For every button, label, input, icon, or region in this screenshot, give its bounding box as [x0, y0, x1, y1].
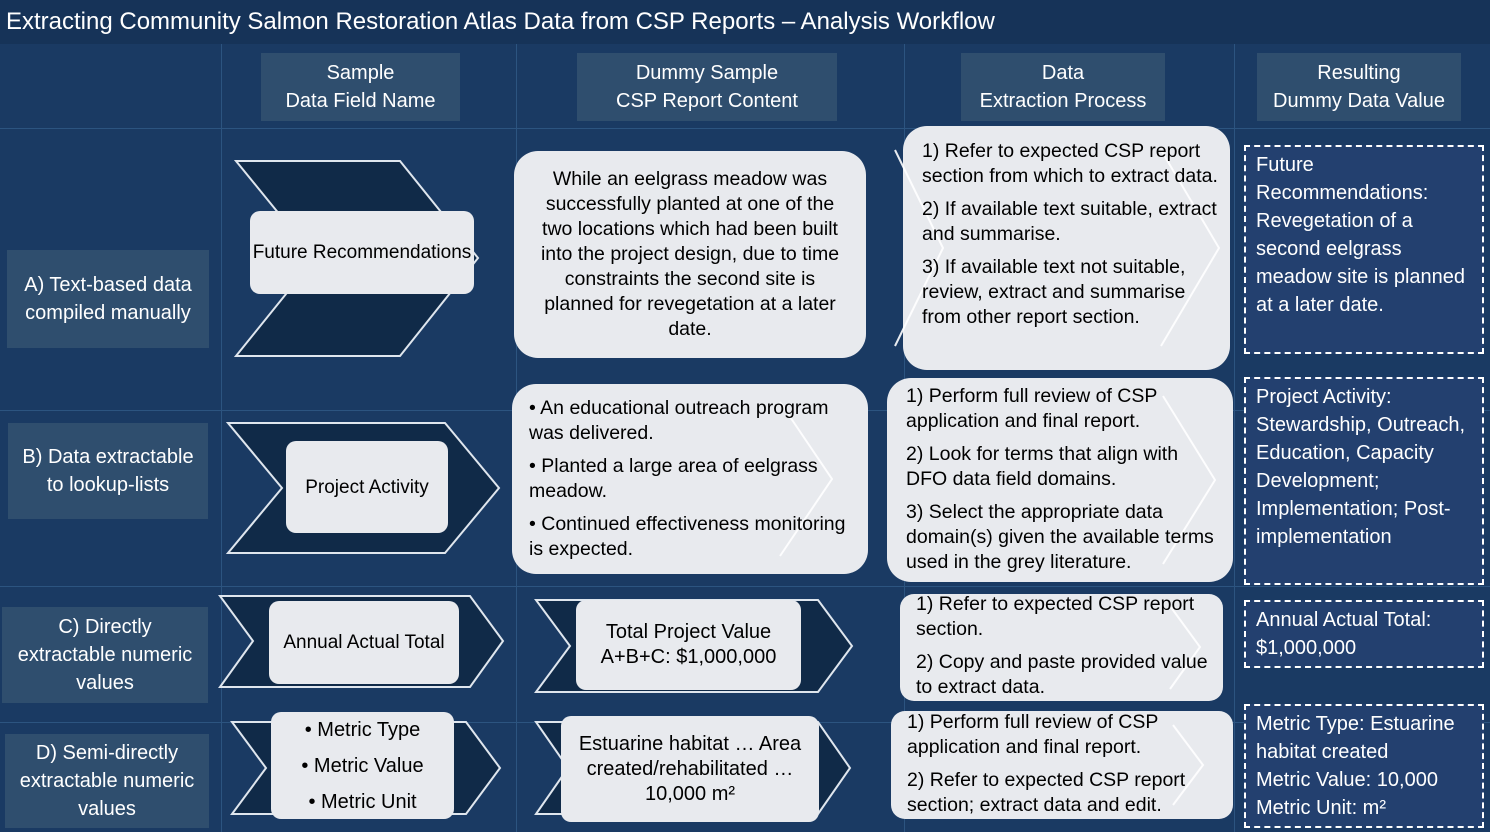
content-total-project-value: Total Project Value A+B+C: $1,000,000: [576, 600, 801, 690]
result-metric: Metric Type: Estuarine habitat created M…: [1244, 704, 1484, 828]
row-label-c: C) Directly extractable numeric values: [2, 607, 208, 703]
field-annual-actual-total: Annual Actual Total: [269, 601, 459, 684]
process-text-based: 1) Refer to expected CSP report section …: [894, 126, 1230, 370]
row-label-b: B) Data extractable to lookup-lists: [8, 423, 208, 519]
process-semi-direct-numeric: 1) Perform full review of CSP applicatio…: [891, 711, 1233, 819]
row-divider: [0, 128, 1490, 129]
row-divider: [0, 586, 1490, 587]
page-title: Extracting Community Salmon Restoration …: [0, 0, 1490, 44]
process-lookup-lists: 1) Perform full review of CSP applicatio…: [887, 378, 1233, 582]
result-annual-actual-total: Annual Actual Total: $1,000,000: [1244, 600, 1484, 668]
content-estuarine-habitat: Estuarine habitat … Area created/rehabil…: [561, 716, 819, 822]
content-future-recommendations: While an eelgrass meadow was successfull…: [514, 151, 866, 358]
row-label-d: D) Semi-directly extractable numeric val…: [5, 734, 209, 828]
result-project-activity: Project Activity: Stewardship, Outreach,…: [1244, 377, 1484, 585]
field-future-recommendations: Future Recommendations: [250, 211, 474, 294]
process-direct-numeric: 1) Refer to expected CSP report section.…: [900, 593, 1223, 701]
field-metric: • Metric Type • Metric Value • Metric Un…: [271, 712, 454, 819]
result-future-recommendations: Future Recommendations: Revegetation of …: [1244, 145, 1484, 354]
field-project-activity: Project Activity: [286, 441, 448, 533]
column-divider: [1234, 44, 1235, 832]
content-project-activity: • An educational outreach program was de…: [512, 384, 868, 574]
column-divider: [221, 44, 222, 832]
row-label-a: A) Text-based data compiled manually: [7, 250, 209, 348]
